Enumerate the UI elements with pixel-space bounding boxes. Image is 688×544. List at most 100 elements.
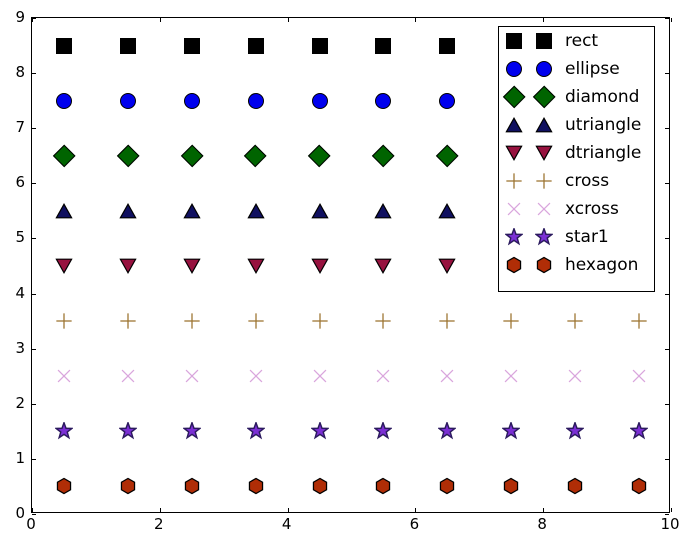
- x-tick: [543, 508, 545, 512]
- data-point-hexagon: [630, 477, 648, 495]
- data-point-rect: [55, 37, 72, 54]
- data-point-hexagon: [566, 477, 584, 495]
- y-tick: [32, 348, 36, 350]
- legend-item-hexagon[interactable]: hexagon: [499, 251, 654, 279]
- y-tick-label: 1: [15, 448, 25, 467]
- y-tick: [32, 458, 36, 460]
- data-point-xcross: [567, 368, 584, 385]
- legend-swatch-xcross: [499, 195, 529, 223]
- data-point-hexagon: [55, 477, 73, 495]
- data-point-xcross: [247, 368, 264, 385]
- x-tick-label: 8: [537, 515, 547, 533]
- data-point-utriangle: [55, 202, 73, 219]
- legend-swatch-diamond: [499, 83, 529, 111]
- y-tick: [32, 73, 36, 75]
- legend-item-xcross[interactable]: xcross: [499, 195, 654, 223]
- data-point-utriangle: [119, 202, 137, 219]
- legend-swatch-ellipse: [529, 55, 559, 83]
- x-marker: [506, 201, 523, 218]
- y-tick: [665, 348, 669, 350]
- data-point-xcross: [311, 368, 328, 385]
- data-point-hexagon: [311, 477, 329, 495]
- legend-item-rect[interactable]: rect: [499, 27, 654, 55]
- x-tick: [671, 508, 672, 512]
- y-tick-label: 3: [15, 338, 25, 357]
- data-point-cross: [119, 313, 136, 330]
- legend-swatch-ellipse: [499, 55, 529, 83]
- data-point-rect: [247, 37, 264, 54]
- x-tick: [32, 18, 33, 22]
- plus-marker: [536, 173, 553, 190]
- x-tick-label: 2: [154, 515, 164, 533]
- y-tick-label: 8: [15, 63, 25, 82]
- data-point-rect: [183, 37, 200, 54]
- data-point-cross: [375, 313, 392, 330]
- legend-item-star1[interactable]: star1: [499, 223, 654, 251]
- diamond-marker: [532, 85, 556, 109]
- square-marker: [506, 33, 522, 49]
- y-tick: [32, 18, 36, 19]
- x-tick: [543, 18, 545, 22]
- data-point-xcross: [183, 368, 200, 385]
- data-point-ellipse: [375, 92, 392, 109]
- circle-marker: [536, 61, 552, 77]
- plot-area: [32, 18, 669, 512]
- legend-item-ellipse[interactable]: ellipse: [499, 55, 654, 83]
- data-point-rect: [439, 37, 456, 54]
- data-point-cross: [503, 313, 520, 330]
- x-tick-label: 4: [281, 515, 292, 533]
- x-tick: [415, 18, 417, 22]
- legend-label: star1: [565, 227, 609, 247]
- y-tick: [665, 238, 669, 240]
- legend[interactable]: rect ellipse diamond utriangle dtriangle cros…: [498, 26, 655, 292]
- data-point-utriangle: [246, 202, 265, 219]
- data-point-star1: [245, 420, 266, 440]
- data-point-xcross: [375, 368, 392, 385]
- data-point-dtriangle: [55, 258, 73, 275]
- x-tick: [287, 508, 289, 512]
- legend-swatch-rect: [499, 27, 529, 55]
- data-point-star1: [437, 420, 458, 440]
- data-point-dtriangle: [310, 258, 329, 275]
- legend-swatch-utriangle: [499, 111, 529, 139]
- y-tick: [665, 128, 669, 130]
- data-point-cross: [55, 313, 72, 330]
- y-tick-label: 5: [15, 228, 25, 247]
- data-point-cross: [631, 313, 648, 330]
- star-marker: [504, 226, 524, 246]
- legend-label: utriangle: [565, 115, 642, 135]
- data-point-star1: [117, 420, 138, 440]
- plus-marker: [506, 173, 523, 190]
- legend-swatch-hexagon: [499, 251, 529, 279]
- legend-item-dtriangle[interactable]: dtriangle: [499, 139, 654, 167]
- legend-item-utriangle[interactable]: utriangle: [499, 111, 654, 139]
- circle-marker: [506, 61, 522, 77]
- data-point-xcross: [439, 368, 456, 385]
- y-tick: [32, 403, 36, 405]
- legend-swatch-xcross: [529, 195, 559, 223]
- y-tick: [665, 293, 669, 295]
- data-point-cross: [311, 313, 328, 330]
- data-point-hexagon: [119, 477, 137, 495]
- y-tick: [665, 183, 669, 185]
- legend-item-cross[interactable]: cross: [499, 167, 654, 195]
- data-point-rect: [375, 37, 392, 54]
- x-tick: [287, 18, 289, 22]
- star-marker: [534, 226, 554, 246]
- legend-item-diamond[interactable]: diamond: [499, 83, 654, 111]
- legend-label: cross: [565, 171, 610, 191]
- hexagon-marker: [505, 256, 523, 274]
- triangle-down-marker: [505, 145, 523, 162]
- x-tick-label: 0: [26, 515, 36, 533]
- data-point-cross: [247, 313, 264, 330]
- x-marker: [536, 201, 553, 218]
- legend-swatch-rect: [529, 27, 559, 55]
- legend-label: ellipse: [565, 59, 620, 79]
- data-point-dtriangle: [119, 258, 137, 275]
- legend-swatch-utriangle: [529, 111, 559, 139]
- data-point-star1: [565, 420, 586, 440]
- data-point-cross: [183, 313, 200, 330]
- data-point-ellipse: [439, 92, 456, 109]
- square-marker: [536, 33, 552, 49]
